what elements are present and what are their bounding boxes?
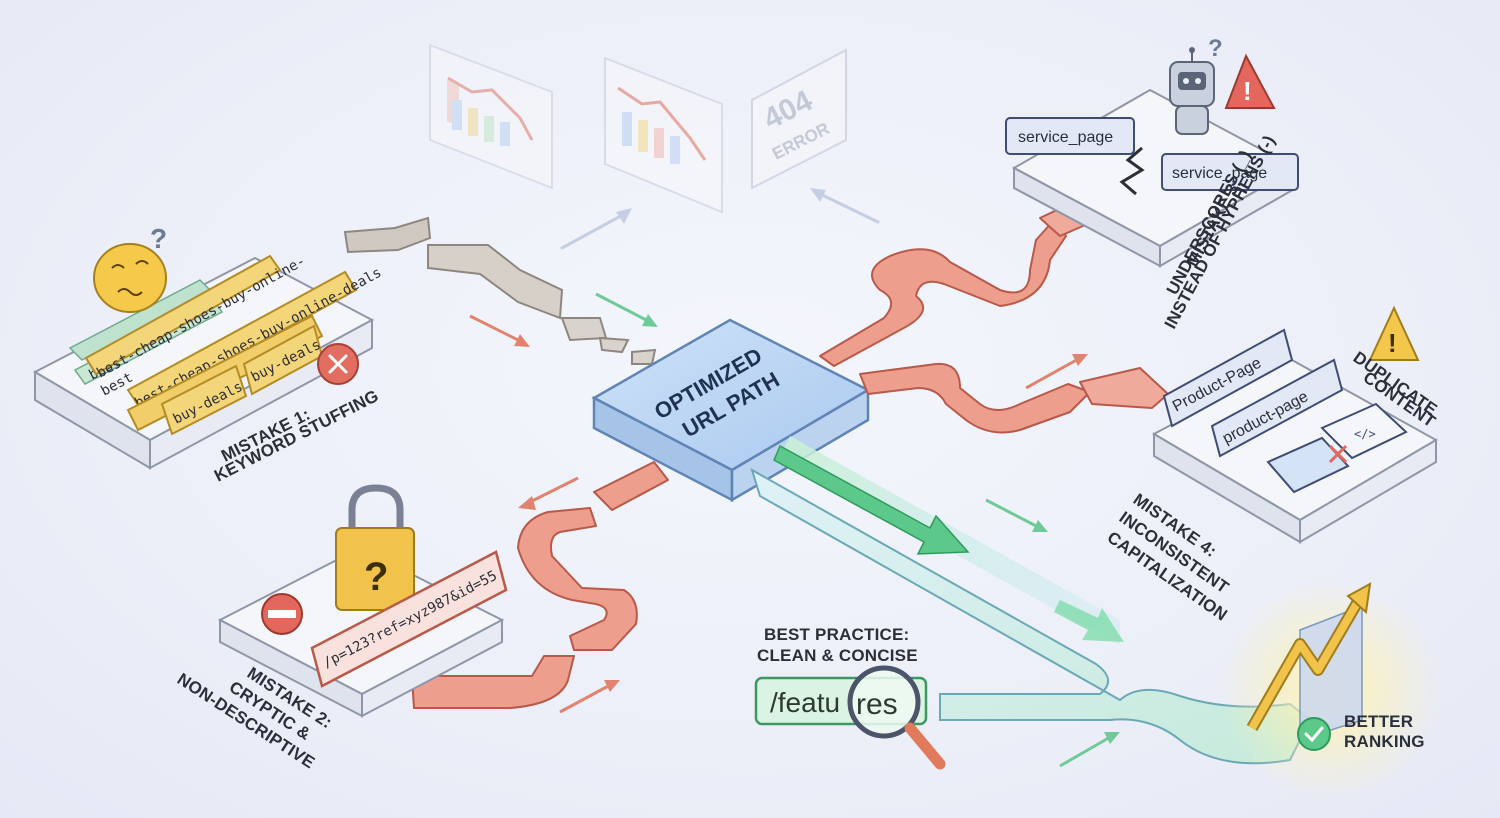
confused-face-icon: ?	[93, 223, 167, 313]
green-arrow-small-1	[985, 498, 1048, 532]
best-practice-label: BEST PRACTICE: CLEAN & CONCISE	[757, 625, 918, 665]
broken-gray-path	[343, 216, 657, 365]
red-arrow-left-in	[469, 314, 530, 347]
svg-text:RANKING: RANKING	[1344, 732, 1425, 751]
green-arrow-secondary	[1054, 600, 1124, 642]
green-arrow-main	[773, 444, 970, 555]
crack-icon	[1119, 146, 1145, 196]
red-pipe-to-mistake-4	[859, 362, 1169, 434]
underscore-tag-2: service_page	[1161, 153, 1299, 191]
svg-text:service_page: service_page	[1018, 129, 1113, 146]
green-arrow-small-2	[1059, 732, 1120, 768]
rising-arrow-icon	[1246, 582, 1372, 742]
svg-text:BEST PRACTICE:: BEST PRACTICE:	[764, 625, 909, 644]
red-pipe-to-mistake-2	[411, 461, 669, 709]
error-404-panel: 404 ERROR	[751, 48, 847, 190]
red-arrow-to-mistake-4	[1025, 354, 1088, 390]
svg-text:</>: </>	[1354, 427, 1376, 441]
no-entry-icon	[261, 593, 303, 635]
svg-text:?: ?	[364, 555, 388, 599]
svg-text:?: ?	[1208, 35, 1223, 62]
red-pipe-to-mistake-3	[819, 197, 1093, 367]
clean-url-text: /featu	[770, 687, 840, 718]
magnified-url-text: res	[856, 688, 898, 721]
warning-icon-mistake-3: !	[1224, 53, 1276, 109]
mistake-4-platform	[1151, 358, 1439, 544]
faded-chart-panel-2	[604, 56, 723, 214]
svg-text:?: ?	[150, 223, 167, 254]
svg-text:!: !	[1243, 76, 1252, 106]
svg-text:service_page: service_page	[1172, 165, 1267, 182]
robot-icon: ?	[1169, 35, 1223, 135]
mistake-4-label: MISTAKE 4: INCONSISTENT CAPITALIZATION	[1104, 490, 1233, 625]
checkmark-icon	[1297, 717, 1331, 751]
svg-text:CLEAN & CONCISE: CLEAN & CONCISE	[757, 646, 918, 665]
duplicate-documents-icon: </>	[1266, 402, 1408, 494]
magnifier-icon: res	[847, 665, 946, 770]
underscore-tag-1: service_page	[1005, 117, 1135, 155]
faded-chart-panel-1	[429, 43, 553, 190]
red-arrow-to-mistake-2	[518, 476, 579, 510]
red-arrow-bottom	[559, 680, 620, 714]
better-ranking-label: BETTER RANKING	[1344, 712, 1425, 751]
background-arrows	[560, 188, 880, 250]
svg-text:!: !	[1388, 328, 1397, 358]
warning-icon-mistake-4: !	[1368, 305, 1420, 361]
green-arrow-left-in	[595, 292, 658, 327]
svg-text:BETTER: BETTER	[1344, 712, 1413, 731]
padlock-question-icon: ?	[335, 484, 415, 611]
reject-x-icon	[317, 343, 359, 385]
